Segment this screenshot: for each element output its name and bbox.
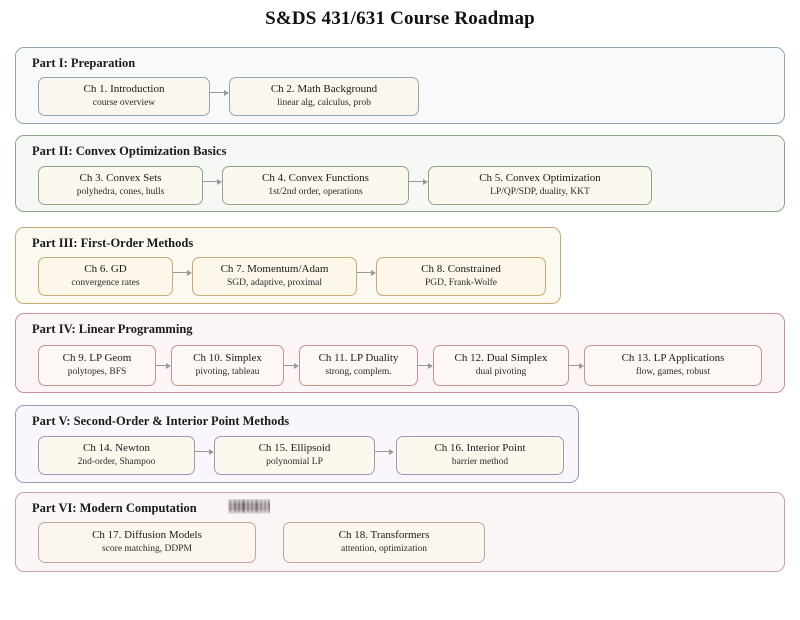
chapter-box[interactable]: Ch 14. Newton 2nd-order, Shampoo (38, 436, 195, 475)
chapter-title: Ch 9. LP Geom (62, 351, 132, 364)
part-title-4: Part IV: Linear Programming (32, 322, 193, 336)
flow-arrow-icon (569, 361, 584, 370)
chapter-subtitle: barrier method (451, 457, 509, 468)
blurred-text-region (228, 499, 270, 514)
chapter-title: Ch 7. Momentum/Adam (220, 262, 329, 275)
part-title-1: Part I: Preparation (32, 56, 136, 70)
chapter-box[interactable]: Ch 10. Simplex pivoting, tableau (171, 345, 284, 386)
chapter-subtitle: attention, optimization (340, 544, 427, 555)
page-title: S&DS 431/631 Course Roadmap (265, 8, 535, 29)
flow-arrow-icon (409, 177, 428, 186)
flow-arrow-icon (173, 268, 192, 277)
chapter-subtitle: convergence rates (71, 278, 140, 289)
chapter-title: Ch 13. LP Applications (621, 351, 725, 364)
chapter-subtitle: polynomial LP (266, 457, 323, 468)
chapter-subtitle: 1st/2nd order, operations (268, 187, 363, 198)
chapter-title: Ch 18. Transformers (338, 528, 430, 541)
chapter-title: Ch 3. Convex Sets (79, 171, 162, 184)
part-title-6: Part VI: Modern Computation (32, 501, 197, 515)
chapter-subtitle: dual pivoting (475, 367, 527, 378)
chapter-subtitle: polytopes, BFS (67, 367, 127, 378)
chapter-title: Ch 6. GD (84, 262, 127, 275)
part-title-5: Part V: Second-Order & Interior Point Me… (32, 414, 290, 428)
chapter-box[interactable]: Ch 12. Dual Simplex dual pivoting (433, 345, 569, 386)
part-title-2: Part II: Convex Optimization Basics (32, 144, 227, 158)
flow-arrow-icon (210, 88, 229, 97)
chapter-subtitle: LP/QP/SDP, duality, KKT (490, 187, 590, 198)
flow-arrow-icon (375, 447, 394, 456)
chapter-subtitle: SGD, adaptive, proximal (227, 278, 322, 289)
chapter-subtitle: flow, games, robust (635, 367, 711, 378)
chapter-subtitle: PGD, Frank-Wolfe (424, 278, 498, 289)
chapter-title: Ch 17. Diffusion Models (92, 528, 202, 541)
chapter-box[interactable]: Ch 11. LP Duality strong, complem. (299, 345, 418, 386)
chapter-subtitle: linear alg, calculus, prob (277, 98, 371, 109)
chapter-title: Ch 2. Math Background (270, 82, 378, 95)
chapter-subtitle: score matching, DDPM (102, 544, 192, 555)
flow-arrow-icon (284, 361, 299, 370)
flow-arrow-icon (357, 268, 376, 277)
chapter-title: Ch 8. Constrained (421, 262, 501, 275)
chapter-title: Ch 10. Simplex (193, 351, 262, 364)
flow-arrow-icon (203, 177, 222, 186)
chapter-title: Ch 5. Convex Optimization (479, 171, 601, 184)
chapter-title: Ch 12. Dual Simplex (454, 351, 548, 364)
chapter-title: Ch 16. Interior Point (434, 441, 526, 454)
chapter-box[interactable]: Ch 6. GD convergence rates (38, 257, 173, 296)
flow-arrow-icon (418, 361, 433, 370)
chapter-title: Ch 1. Introduction (83, 82, 165, 95)
chapter-box[interactable]: Ch 4. Convex Functions 1st/2nd order, ope… (222, 166, 409, 205)
chapter-title: Ch 15. Ellipsoid (258, 441, 331, 454)
part-title-3: Part III: First-Order Methods (32, 236, 194, 250)
chapter-box[interactable]: Ch 1. Introduction course overview (38, 77, 210, 116)
chapter-title: Ch 11. LP Duality (318, 351, 399, 364)
chapter-box[interactable]: Ch 3. Convex Sets polyhedra, cones, hulls (38, 166, 203, 205)
chapter-title: Ch 14. Newton (83, 441, 150, 454)
chapter-box[interactable]: Ch 15. Ellipsoid polynomial LP (214, 436, 375, 475)
chapter-subtitle: course overview (92, 98, 156, 109)
chapter-subtitle: pivoting, tableau (195, 367, 260, 378)
chapter-subtitle: 2nd-order, Shampoo (77, 457, 156, 468)
chapter-box[interactable]: Ch 9. LP Geom polytopes, BFS (38, 345, 156, 386)
chapter-box[interactable]: Ch 16. Interior Point barrier method (396, 436, 564, 475)
chapter-box[interactable]: Ch 2. Math Background linear alg, calculu… (229, 77, 419, 116)
chapter-box[interactable]: Ch 18. Transformers attention, optimizati… (283, 522, 485, 563)
chapter-box[interactable]: Ch 13. LP Applications flow, games, robus… (584, 345, 762, 386)
chapter-subtitle: polyhedra, cones, hulls (76, 187, 165, 198)
chapter-subtitle: strong, complem. (325, 367, 392, 378)
chapter-title: Ch 4. Convex Functions (262, 171, 369, 184)
flow-arrow-icon (156, 361, 171, 370)
flow-arrow-icon (195, 447, 214, 456)
chapter-box[interactable]: Ch 17. Diffusion Models score matching, D… (38, 522, 256, 563)
